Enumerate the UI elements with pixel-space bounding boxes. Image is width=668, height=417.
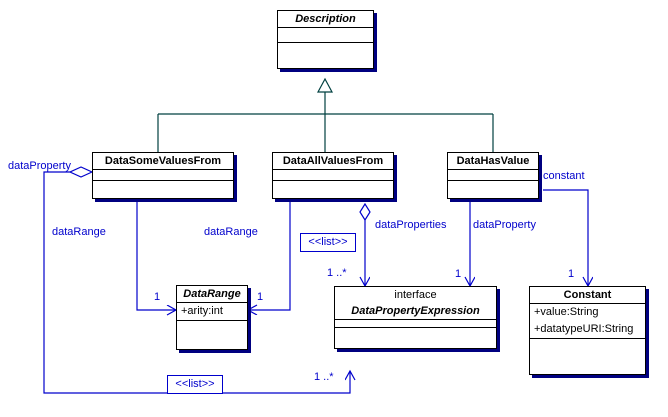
class-operations-compartment	[273, 180, 393, 191]
stereotype-node-list-upper[interactable]: <<list>>	[300, 233, 356, 252]
class-operations-compartment	[335, 327, 496, 342]
class-attributes-compartment: +value:String +datatypeURI:String	[530, 303, 645, 338]
class-operations-compartment	[278, 42, 373, 57]
stereotype-node-list-lower[interactable]: <<list>>	[167, 375, 223, 394]
class-name-data-some-values-from: DataSomeValuesFrom	[104, 155, 222, 167]
class-name-data-property-expression: DataPropertyExpression	[351, 305, 480, 317]
attribute-datatype-uri: +datatypeURI:String	[534, 323, 634, 335]
generalization-tree	[157, 77, 494, 152]
class-data-property-expression[interactable]: interface DataPropertyExpression	[334, 286, 497, 349]
role-label-constant: constant	[543, 170, 585, 182]
class-data-all-values-from[interactable]: DataAllValuesFrom	[272, 152, 394, 199]
class-operations-compartment	[530, 338, 645, 353]
class-attributes-compartment	[278, 27, 373, 42]
class-data-some-values-from[interactable]: DataSomeValuesFrom	[92, 152, 234, 199]
association-all-dataproperties	[359, 202, 371, 286]
class-operations-compartment	[448, 180, 538, 191]
class-operations-compartment	[93, 180, 233, 191]
role-label-data-range-mid: dataRange	[204, 226, 258, 238]
class-data-has-value[interactable]: DataHasValue	[447, 152, 539, 199]
class-attributes-compartment	[335, 319, 496, 327]
role-label-data-properties: dataProperties	[375, 219, 447, 231]
association-some-dataproperty	[43, 166, 350, 394]
class-name-data-has-value: DataHasValue	[456, 155, 530, 167]
class-data-range[interactable]: DataRange +arity:int	[176, 285, 248, 350]
class-name-description: Description	[295, 13, 356, 25]
association-constant	[543, 189, 588, 286]
role-label-data-range-left: dataRange	[52, 226, 106, 238]
stereotype-label: <<list>>	[175, 378, 215, 390]
class-description[interactable]: Description	[277, 10, 374, 69]
attribute-value: +value:String	[534, 306, 599, 318]
stereotype-interface: interface	[394, 289, 437, 301]
class-name-data-all-values-from: DataAllValuesFrom	[282, 155, 384, 167]
attribute-arity: +arity:int	[181, 305, 223, 317]
role-label-data-property-left: dataProperty	[8, 160, 71, 172]
multiplicity-all-datarange: 1	[257, 291, 264, 303]
stereotype-label: <<list>>	[308, 236, 348, 248]
class-attributes-compartment: +arity:int	[177, 302, 247, 320]
class-constant[interactable]: Constant +value:String +datatypeURI:Stri…	[529, 286, 646, 375]
class-operations-compartment	[177, 320, 247, 337]
class-attributes-compartment	[273, 169, 393, 180]
multiplicity-all-dataproperties: 1 ..*	[327, 267, 347, 279]
multiplicity-hasvalue-dataproperty: 1	[455, 268, 462, 280]
multiplicity-constant: 1	[568, 268, 575, 280]
association-some-datarange	[136, 199, 176, 310]
class-attributes-compartment	[448, 169, 538, 180]
class-attributes-compartment	[93, 169, 233, 180]
class-name-constant: Constant	[563, 289, 612, 301]
class-name-data-range: DataRange	[183, 288, 241, 300]
association-all-datarange	[248, 199, 291, 310]
multiplicity-some-dataproperty: 1 ..*	[314, 371, 334, 383]
multiplicity-some-datarange: 1	[154, 291, 161, 303]
role-label-data-property-right: dataProperty	[473, 219, 536, 231]
